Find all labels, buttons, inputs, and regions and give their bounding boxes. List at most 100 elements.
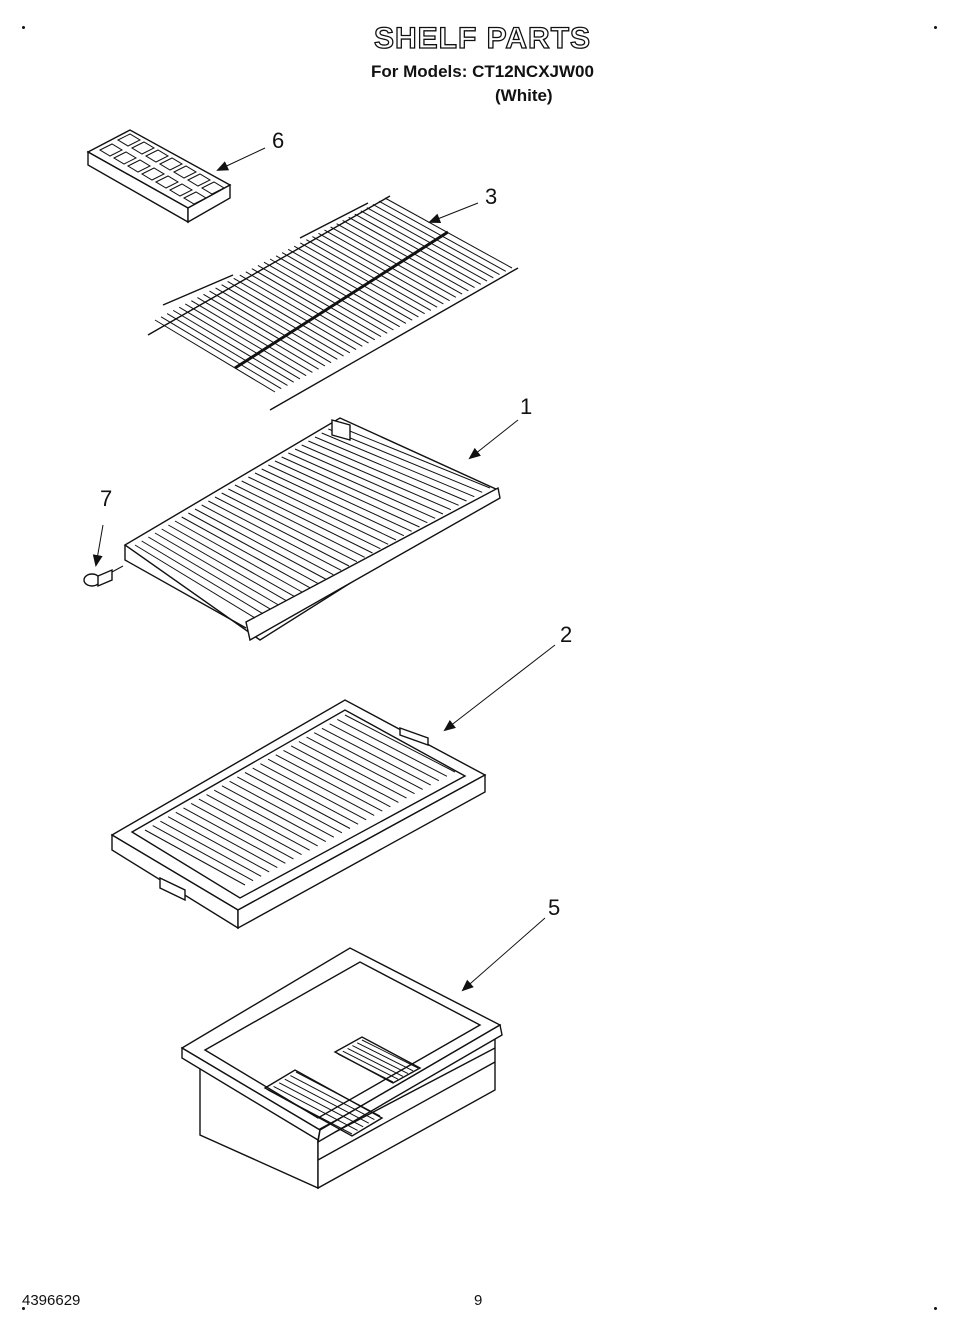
- callout-2: 2: [560, 622, 573, 647]
- shelf-slat: [314, 436, 467, 502]
- wire-bar: [324, 229, 450, 302]
- arrow-3: [428, 202, 479, 223]
- wire-bar: [348, 216, 475, 289]
- ice-cell: [186, 173, 212, 187]
- callout-5: 5: [548, 895, 561, 920]
- wire-bar: [269, 258, 394, 331]
- wire-bar: [166, 313, 288, 386]
- cover-rib: [329, 723, 440, 782]
- arrow-7: [92, 524, 104, 567]
- shelf-slat: [241, 480, 381, 550]
- cover-rib: [260, 763, 367, 821]
- drawer-rib: [356, 1042, 414, 1072]
- wire-bar: [154, 319, 276, 393]
- cover-rib: [167, 816, 270, 873]
- ice-cell: [130, 141, 156, 155]
- cover-rib: [206, 794, 310, 851]
- wire-bar: [197, 297, 319, 370]
- shelf-slat: [194, 508, 326, 580]
- shelf-slat: [248, 476, 389, 545]
- wire-bar: [318, 232, 444, 305]
- cover-rib: [152, 825, 254, 882]
- part-2-crisper-cover: [110, 699, 487, 930]
- wire-bar: [257, 264, 382, 337]
- cover-rib: [321, 727, 432, 786]
- shelf-slat: [168, 524, 295, 597]
- shelf-slat: [308, 440, 459, 506]
- corner-mark-bottom-left: [22, 1307, 25, 1310]
- shelf-slat: [201, 504, 334, 576]
- shelf-slat: [261, 468, 405, 537]
- drawer-rib: [284, 1078, 370, 1124]
- ice-cell: [172, 165, 198, 179]
- ice-cell: [112, 151, 138, 165]
- cover-rib: [244, 772, 351, 829]
- ice-cell: [158, 157, 184, 171]
- arrow-5: [461, 917, 546, 992]
- cover-rib: [267, 758, 375, 816]
- part-3-wire-shelf: [147, 195, 519, 411]
- ice-cell: [154, 175, 180, 189]
- ice-cell: [126, 159, 152, 173]
- ice-cell: [182, 191, 208, 205]
- wire-bar: [312, 236, 438, 308]
- models-color: (White): [495, 86, 553, 105]
- document-number: 4396629: [22, 1292, 81, 1309]
- drawer-rib: [267, 1089, 353, 1135]
- drawer-rib: [273, 1085, 358, 1131]
- wire-bar: [263, 261, 388, 334]
- cover-rib: [337, 718, 448, 777]
- wire-bar: [287, 248, 413, 321]
- drawer-rib: [337, 1053, 394, 1083]
- callout-1: 1: [520, 394, 533, 419]
- corner-mark-top-left: [22, 26, 25, 29]
- shelf-slat: [328, 428, 483, 493]
- cover-rib: [190, 803, 294, 860]
- drawer-rib: [352, 1045, 409, 1075]
- part-5-crisper-drawer: [180, 947, 503, 1190]
- shelf-slat: [134, 544, 256, 619]
- shelf-slat: [154, 532, 279, 606]
- cover-rib: [237, 776, 343, 834]
- models-line: For Models: CT12NCXJW00: [371, 62, 594, 81]
- wire-bar: [354, 213, 482, 285]
- wire-bar: [306, 239, 432, 311]
- shelf-slat: [288, 452, 436, 519]
- callout-arrows: [92, 147, 556, 992]
- shelf-slat: [208, 500, 342, 571]
- wire-bar: [275, 255, 400, 328]
- drawer-rib: [342, 1050, 399, 1080]
- drawer-rib: [290, 1075, 375, 1121]
- arrow-1: [468, 419, 519, 460]
- cover-rib: [313, 732, 423, 790]
- arrow-6: [216, 147, 266, 171]
- shelf-slat: [214, 496, 350, 567]
- wire-bar: [239, 274, 363, 347]
- cover-rib: [221, 785, 327, 842]
- cover-rib: [144, 829, 246, 886]
- ice-cell: [116, 133, 142, 147]
- page-title: SHELF PARTS: [373, 21, 592, 55]
- callout-3: 3: [485, 184, 498, 209]
- wire-bar: [203, 293, 326, 367]
- ice-cell: [168, 183, 194, 197]
- part-1-shelf-frame: [123, 417, 501, 642]
- shelf-slat: [234, 484, 373, 554]
- wire-bar: [300, 242, 425, 315]
- drawer-rib: [361, 1039, 419, 1069]
- drawer-rib: [278, 1082, 364, 1128]
- shelf-slat: [148, 536, 271, 610]
- cover-rib: [306, 736, 415, 795]
- shelf-slat: [221, 492, 358, 563]
- wire-bar: [233, 277, 357, 351]
- cover-rib: [198, 798, 302, 856]
- page-number: 9: [474, 1292, 483, 1309]
- wire-bar: [178, 306, 301, 380]
- shelf-slat: [141, 540, 264, 615]
- wire-bar: [342, 220, 469, 292]
- wire-bar: [251, 268, 376, 341]
- ice-cell: [98, 143, 124, 157]
- cover-rib: [344, 714, 456, 773]
- callout-7: 7: [100, 486, 113, 511]
